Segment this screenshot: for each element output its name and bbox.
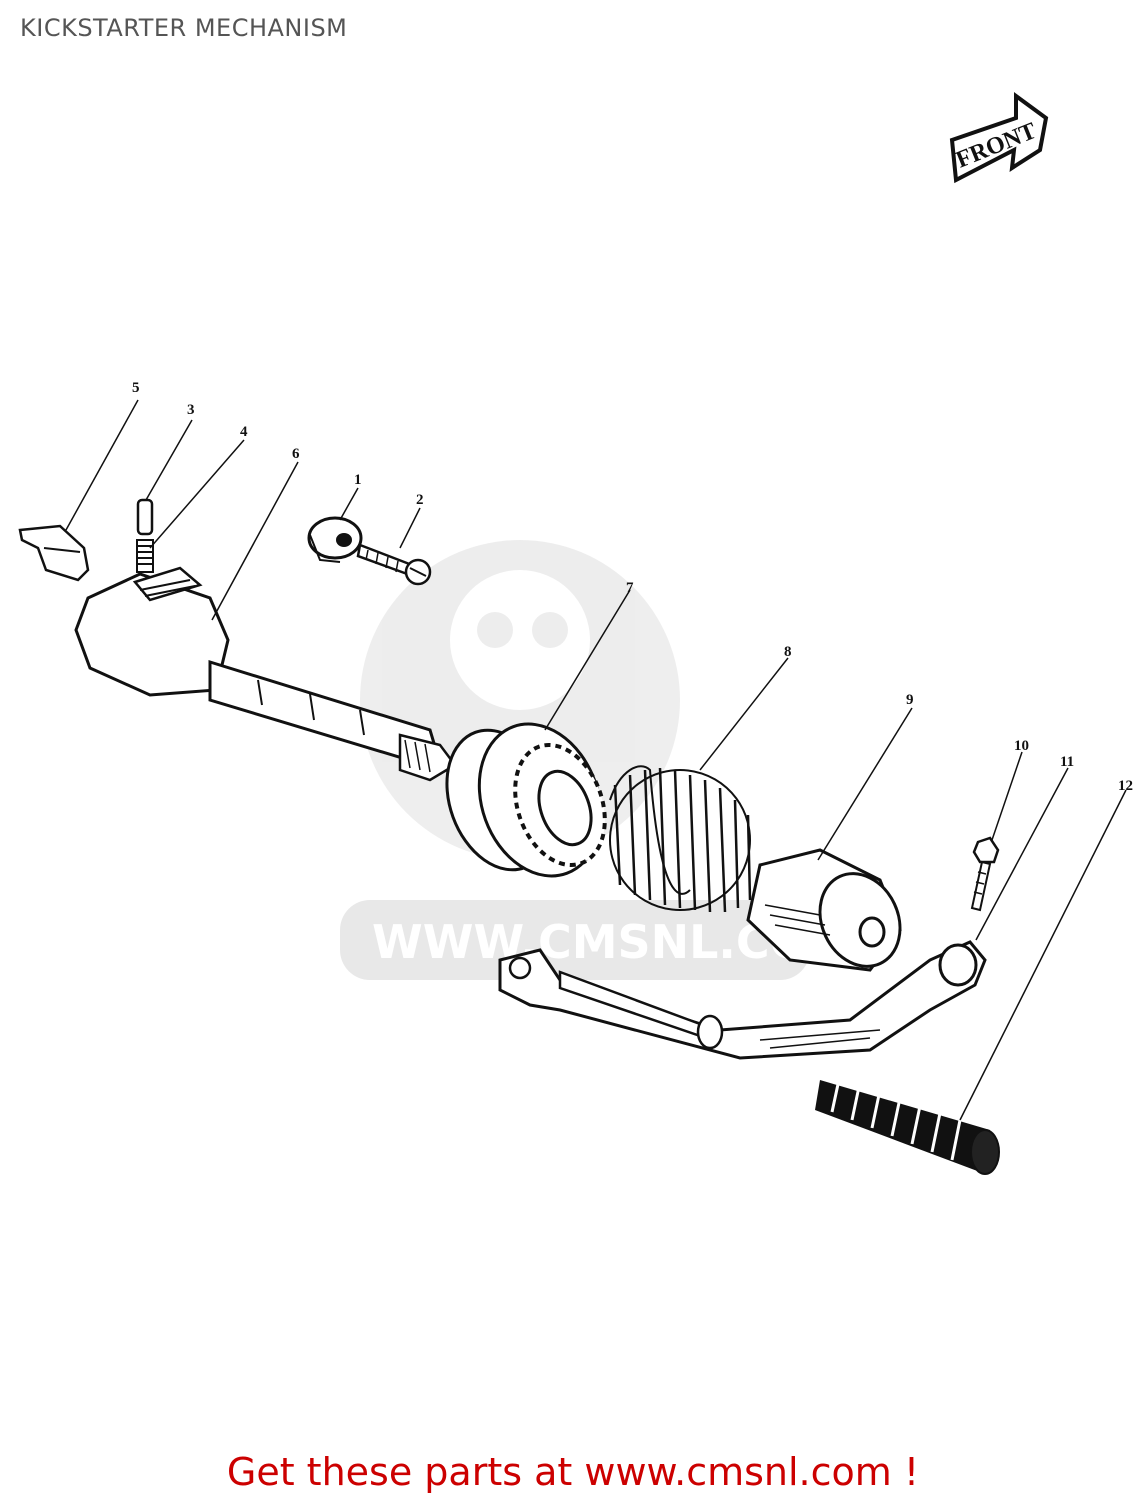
callout-10: 10 (1014, 738, 1029, 754)
callout-4: 4 (240, 424, 248, 440)
callout-2: 2 (416, 492, 424, 508)
callout-12: 12 (1118, 778, 1133, 794)
part-1-collar (307, 516, 363, 563)
parts-link[interactable]: Get these parts at www.cmsnl.com ! (226, 1450, 920, 1494)
part-2-screw (356, 543, 432, 586)
callout-6: 6 (292, 446, 300, 462)
page-title: KICKSTARTER MECHANISM (20, 14, 348, 42)
part-12-rubber (815, 1074, 1000, 1175)
part-11-kick-lever (498, 940, 987, 1060)
leader-lines (65, 399, 1127, 1121)
front-badge: FRONT (949, 92, 1049, 184)
part-10-bolt (970, 836, 1000, 912)
part-6-shaft (74, 566, 457, 782)
callout-7: 7 (626, 580, 634, 596)
callout-11: 11 (1060, 754, 1074, 770)
part-7-gear (445, 722, 607, 878)
callout-1: 1 (354, 472, 362, 488)
part-4-spring (136, 539, 154, 573)
part-8-spring (609, 765, 752, 913)
part-3-pin (136, 498, 154, 536)
callout-5: 5 (132, 380, 140, 396)
part-5-key (18, 524, 90, 582)
exploded-parts-diagram: WWW.CMSNL.COM FRONT (18, 92, 1133, 1175)
callout-9: 9 (906, 692, 914, 708)
callout-8: 8 (784, 644, 792, 660)
callout-3: 3 (187, 402, 195, 418)
part-9-sleeve (746, 848, 902, 972)
